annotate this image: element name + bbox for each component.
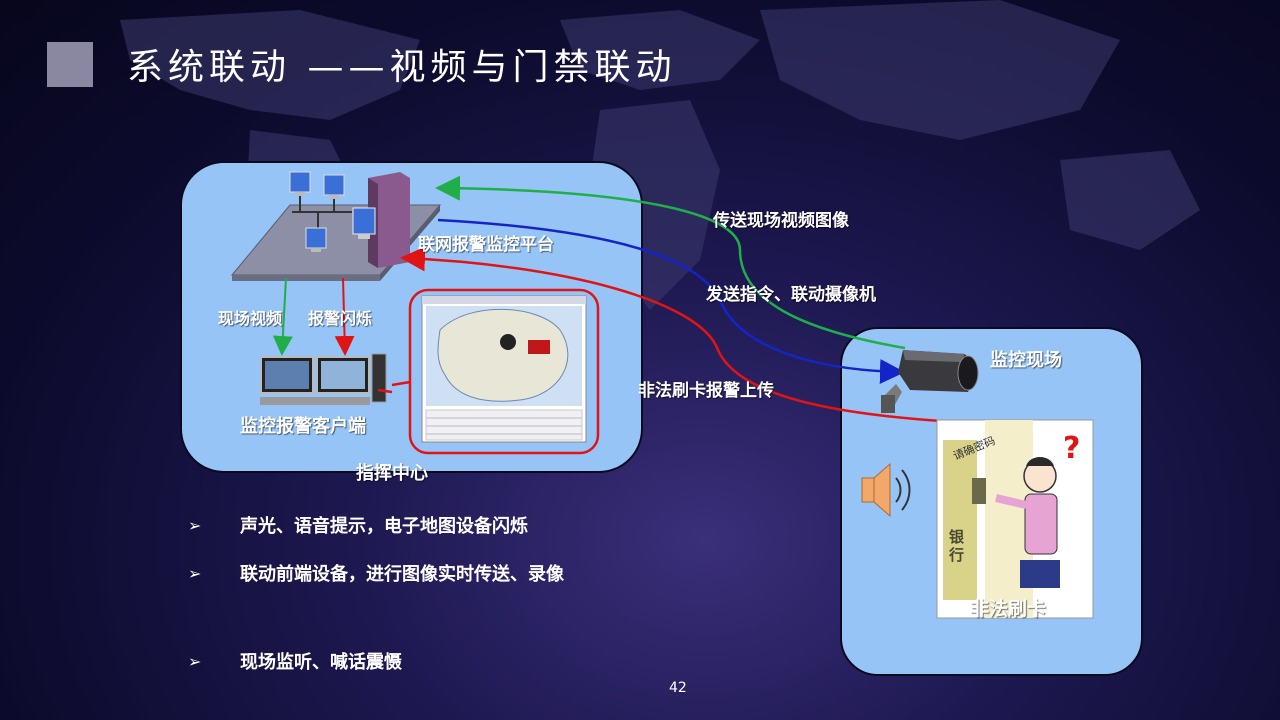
illegal-card-label: 非法刷卡 — [970, 598, 1047, 620]
monitor-site-label: 监控现场 — [990, 350, 1062, 371]
page-title: 系统联动 ——视频与门禁联动 — [127, 47, 677, 88]
live-video-label: 现场视频 — [218, 309, 283, 328]
workstation-icon — [289, 171, 345, 252]
bullet-text: 联动前端设备，进行图像实时传送、录像 — [240, 564, 564, 585]
platform-label: 联网报警监控平台 — [418, 235, 554, 255]
speaker-icon — [861, 462, 911, 518]
bullet-item: ➢ 联动前端设备，进行图像实时传送、录像 — [188, 560, 564, 586]
alarm-flash-label: 报警闪烁 — [308, 309, 373, 328]
bullet-arrow-icon: ➢ — [188, 515, 202, 535]
bullet-arrow-icon: ➢ — [188, 651, 202, 671]
bullet-text: 声光、语音提示，电子地图设备闪烁 — [240, 516, 528, 537]
title-square-icon — [47, 42, 93, 87]
send-video-label: 传送现场视频图像 — [713, 211, 849, 231]
client-label: 监控报警客户端 — [240, 416, 366, 437]
illegal-card-illustration: ? — [936, 419, 1094, 619]
bullet-arrow-icon: ➢ — [188, 563, 202, 583]
send-command-label: 发送指令、联动摄像机 — [706, 285, 876, 305]
illegal-card-upload-label: 非法刷卡报警上传 — [638, 381, 774, 401]
page-number: 42 — [669, 680, 687, 696]
network-platform-icon — [230, 171, 442, 281]
bullet-text: 现场监听、喊话震慑 — [240, 652, 402, 673]
bank-sign-label: 银行 — [949, 528, 965, 564]
bullet-item: ➢ 现场监听、喊话震慑 — [188, 648, 402, 674]
map-screen-icon — [421, 295, 587, 443]
map-screen-frame — [408, 288, 600, 455]
client-monitors-icon — [260, 353, 387, 405]
svg-text:?: ? — [1063, 431, 1080, 466]
camera-icon — [881, 350, 979, 413]
bullet-item: ➢ 声光、语音提示，电子地图设备闪烁 — [188, 512, 528, 538]
command-center-label: 指挥中心 — [356, 463, 428, 484]
server-icon — [352, 172, 410, 268]
